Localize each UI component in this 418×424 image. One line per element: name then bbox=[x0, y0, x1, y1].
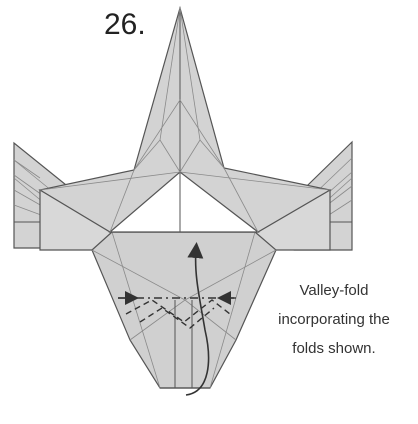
upper-body-and-head bbox=[40, 8, 330, 232]
fold-instruction-caption: Valley-fold incorporating the folds show… bbox=[252, 276, 416, 363]
caption-line-1: Valley-fold bbox=[252, 276, 416, 305]
caption-line-2: incorporating the bbox=[252, 305, 416, 334]
step-number: 26. bbox=[104, 8, 146, 42]
lower-tail-section bbox=[92, 232, 276, 388]
caption-line-3: folds shown. bbox=[252, 334, 416, 363]
